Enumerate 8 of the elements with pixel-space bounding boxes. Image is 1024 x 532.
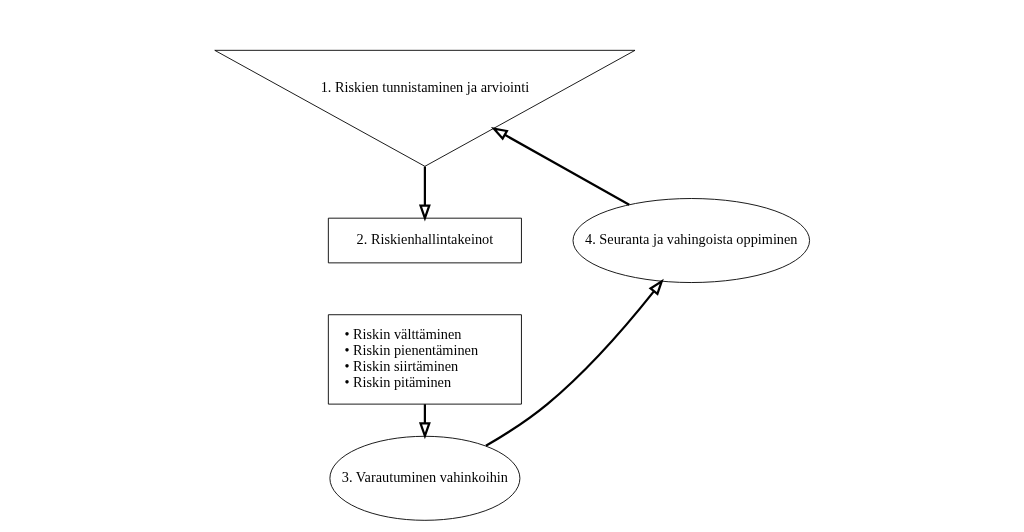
node-ellipse: 4. Seuranta ja vahingoista oppiminen — [572, 198, 810, 283]
node-box: 2. Riskienhallintakeinot — [327, 217, 522, 264]
arrow — [418, 404, 431, 440]
arrow — [418, 166, 431, 222]
node-box: • Riskin välttäminen • Riskin pienentäminen • Riskin siirtäminen • Riskin pitäminen — [327, 314, 522, 405]
arrow — [485, 278, 664, 447]
arrow — [490, 127, 630, 206]
node-ellipse: 3. Varautuminen vahinkoihin — [329, 435, 521, 521]
